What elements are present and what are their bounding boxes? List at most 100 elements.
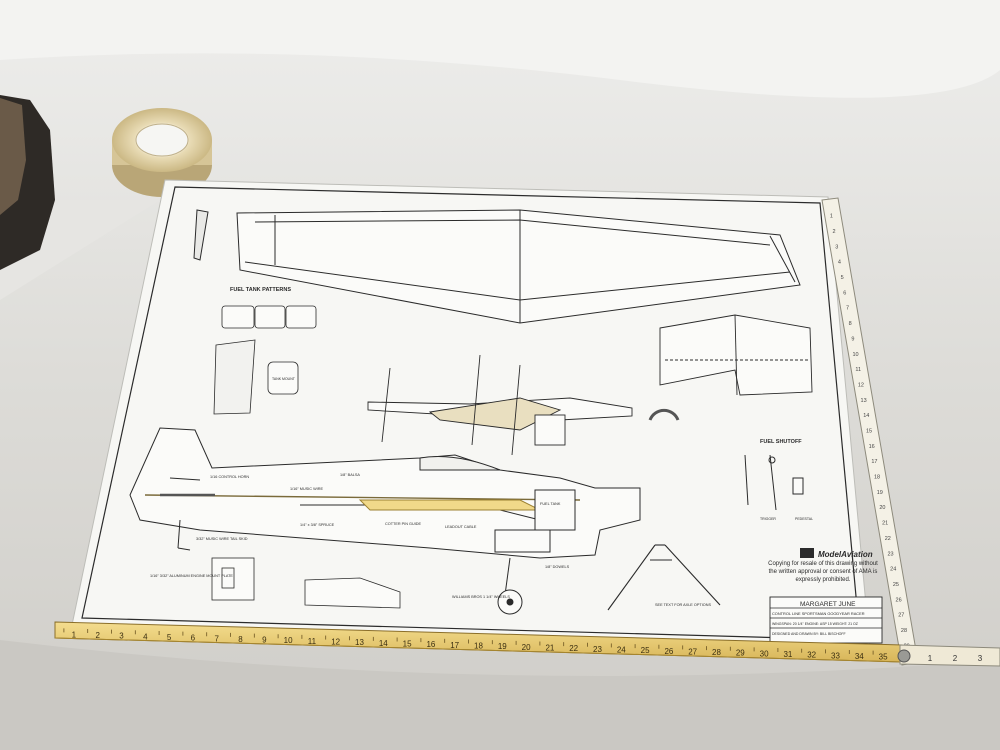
plan-designer: DESIGNED AND DRAWN BY: BILL BISCHOFF <box>772 632 846 636</box>
ruler-number: 7 <box>214 634 219 643</box>
ruler-number: 1 <box>72 630 77 639</box>
ruler-number: 12 <box>331 638 340 647</box>
dark-bag-edge <box>0 98 26 215</box>
ruler-number: 26 <box>664 647 673 656</box>
ruler-number: 25 <box>893 582 899 588</box>
title-block: MARGARET JUNE CONTROL LINE SPORTSMAN GOO… <box>769 596 883 644</box>
vertical-ruler: 1234567891011121314151617181920212223242… <box>821 197 919 666</box>
ruler-number: 14 <box>379 639 388 648</box>
ruler-number: 28 <box>901 628 907 634</box>
tank-panel <box>213 339 256 415</box>
plan-subtitle: CONTROL LINE SPORTSMAN GOODYEAR RACER <box>772 611 865 616</box>
ruler-number: 5 <box>167 633 172 642</box>
callout-leadout: LEADOUT CABLE <box>445 525 477 529</box>
ruler-number: 13 <box>861 398 867 404</box>
landing-gear-part <box>304 577 401 609</box>
ruler-number: 3 <box>835 244 838 250</box>
ruler-number: 5 <box>841 275 844 281</box>
callout-axle: SEE TEXT FOR AXLE OPTIONS <box>655 603 711 607</box>
ruler-number: 19 <box>498 642 507 651</box>
ruler-number: 3 <box>978 654 983 663</box>
axle-gear <box>607 544 721 611</box>
callout-mount-plate: 1/16" 3/32" ALUMINUM ENGINE MOUNT PLATE <box>150 574 233 578</box>
ruler-number: 7 <box>846 306 849 312</box>
fuel-tank-patterns-label: FUEL TANK PATTERNS <box>230 287 291 293</box>
tank-mount-label: TANK MOUNT <box>272 377 296 381</box>
callout-music-wire: 1/16" MUSIC WIRE <box>290 487 323 491</box>
fuel-shutoff-parts <box>744 454 804 511</box>
callout-dowels: 1/8" DOWELS <box>545 565 570 569</box>
ruler-number: 13 <box>355 638 364 647</box>
ruler-number: 31 <box>783 650 792 659</box>
ruler-number: 27 <box>688 647 697 656</box>
ruler-number: 25 <box>641 646 650 655</box>
ruler-number: 15 <box>403 640 412 649</box>
ruler-number: 2 <box>953 654 958 663</box>
ruler-number: 18 <box>874 475 880 481</box>
ruler-number: 6 <box>191 634 196 643</box>
pedestal-label: PEDESTAL <box>795 517 813 521</box>
ruler-number: 20 <box>879 505 885 511</box>
ruler-number: 8 <box>849 321 852 327</box>
backdrop-fold <box>0 0 1000 98</box>
vertical-ruler-numbers: 1234567891011121314151617181920212223242… <box>830 214 910 650</box>
ruler-number: 10 <box>284 636 293 645</box>
ruler-end-numbers: 1 2 3 <box>928 654 983 663</box>
backdrop-shadow <box>0 640 1000 750</box>
ruler-number: 9 <box>851 336 854 342</box>
mount-plate <box>211 557 255 601</box>
ruler-number: 11 <box>855 367 861 373</box>
fuselage-side <box>129 427 641 615</box>
ruler-number: 23 <box>887 551 893 557</box>
ruler-number: 16 <box>869 444 875 450</box>
ruler-number: 12 <box>858 382 864 388</box>
trigger-label: TRIGGER <box>760 517 776 521</box>
ruler-number: 20 <box>522 643 531 652</box>
ruler-number: 17 <box>871 459 877 465</box>
ama-logo-mark <box>800 548 814 558</box>
ruler-number: 30 <box>760 649 769 658</box>
ruler-number: 32 <box>807 651 816 660</box>
ruler-number: 2 <box>95 631 100 640</box>
fuel-shutoff-label: FUEL SHUTOFF <box>760 439 802 445</box>
ruler-number: 24 <box>890 567 896 573</box>
callout-spruce: 1/4" x 3/8" SPRUCE <box>300 523 335 527</box>
ruler-number: 11 <box>308 637 317 646</box>
ruler-number: 35 <box>879 653 888 662</box>
ruler-number: 27 <box>898 613 904 619</box>
callout-fuel-tank: FUEL TANK <box>540 502 561 506</box>
ruler-hinge <box>897 649 911 663</box>
copyright-notice: Copying for resale of this drawing witho… <box>768 561 878 583</box>
ruler-number: 15 <box>866 429 872 435</box>
front-view <box>367 354 680 456</box>
fuel-tank-pattern <box>221 305 317 329</box>
model-aviation-logo: ModelAviation <box>818 550 873 559</box>
callout-tail-skid: 3/32" MUSIC WIRE TAIL SKID <box>196 537 248 541</box>
ruler-number: 2 <box>833 229 836 235</box>
ruler-number: 8 <box>238 635 243 644</box>
ruler-number: 24 <box>617 645 626 654</box>
ruler-number: 28 <box>712 648 721 657</box>
tank-mount <box>267 361 299 395</box>
ruler-number: 1 <box>830 214 833 220</box>
ruler-number: 33 <box>831 651 840 660</box>
ruler-number: 18 <box>474 642 483 651</box>
ruler-number: 3 <box>119 632 124 641</box>
ruler-number: 17 <box>450 641 459 650</box>
ruler-number: 14 <box>863 413 869 419</box>
ruler-number: 6 <box>843 290 846 296</box>
ruler-number: 22 <box>569 644 578 653</box>
ruler-number: 34 <box>855 652 864 661</box>
wing-planform <box>193 209 801 324</box>
plan-specs: WINGSPAN: 20 1/4" ENGINE: ASP 15 WEIGHT:… <box>772 622 859 626</box>
ruler-number: 1 <box>928 654 933 663</box>
ruler-number: 22 <box>885 536 891 542</box>
callout-wheels: WILLIAMS BROS 1 1/4" WHEELS <box>452 595 510 599</box>
plan-sheet: FUEL TANK PATTERNS TANK MOUNT <box>71 179 883 649</box>
callout-balsa: 1/8" BALSA <box>340 473 360 477</box>
plan-title: MARGARET JUNE <box>800 601 856 608</box>
callout-cotter-pin: COTTER PIN GUIDE <box>385 522 422 526</box>
stab-planform <box>659 314 813 396</box>
